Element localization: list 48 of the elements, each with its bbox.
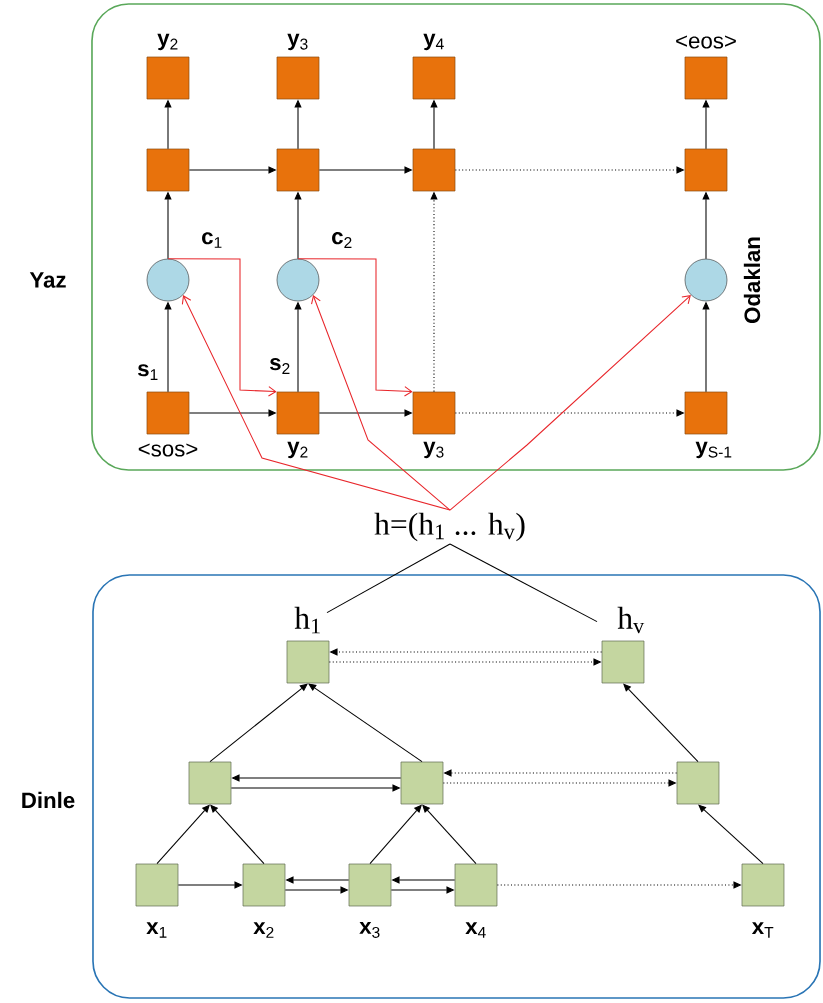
- box-label: x$_{4}$: [465, 922, 486, 938]
- panel-label: Yaz: [29, 272, 66, 288]
- circle-node: [276, 258, 320, 302]
- connector-line: [449, 543, 598, 623]
- edge-label: c$_{2}$: [330, 230, 354, 250]
- circle-node: [684, 258, 728, 302]
- arrow: [308, 683, 423, 763]
- box-label: <sos>: [138, 443, 198, 457]
- square-block: [146, 148, 190, 192]
- box-label: x$_{1}$: [146, 922, 167, 938]
- arrow: [369, 804, 422, 865]
- box-label: <eos>: [676, 35, 736, 49]
- edge-label: s$_{2}$: [268, 356, 292, 376]
- vertical-label: Odaklan: [743, 237, 761, 323]
- box-label: x$_{2}$: [253, 922, 274, 938]
- arrow: [422, 804, 477, 865]
- arrow: [311, 295, 451, 511]
- box-label: h$_{1}$: [294, 606, 320, 634]
- arrow: [181, 295, 451, 511]
- edge-label: c$_{1}$: [200, 230, 224, 250]
- box-label: y$_{S-1}$: [695, 441, 732, 459]
- connector-line: [326, 543, 451, 614]
- square-block: [684, 148, 728, 192]
- formula-text: h=(h$_{1}$ ... h$_{v}$): [374, 512, 525, 542]
- arrow: [167, 258, 277, 397]
- panel-label: Dinle: [22, 791, 75, 809]
- box-label: x$_{T}$: [751, 922, 774, 938]
- square-block: [412, 148, 456, 192]
- box-label: y$_{2}$: [287, 441, 308, 459]
- arrow: [623, 683, 699, 763]
- circle-node: [146, 258, 190, 302]
- square-block: [188, 761, 232, 805]
- box-label: y$_{2}$: [157, 33, 178, 51]
- box-label: y$_{3}$: [423, 441, 444, 459]
- box-label: x$_{3}$: [359, 922, 380, 938]
- square-block: [276, 148, 320, 192]
- box-label: h$_{v}$: [617, 606, 645, 634]
- arrow: [156, 804, 210, 865]
- arrow: [209, 683, 308, 763]
- arrow: [297, 258, 413, 397]
- box-label: y$_{4}$: [423, 33, 444, 51]
- square-block: [676, 761, 720, 805]
- edge-label: s$_{1}$: [136, 362, 160, 382]
- arrow: [210, 804, 265, 865]
- square-block: [400, 761, 444, 805]
- arrow: [698, 804, 764, 865]
- box-label: y$_{3}$: [287, 33, 308, 51]
- arrow: [449, 295, 691, 511]
